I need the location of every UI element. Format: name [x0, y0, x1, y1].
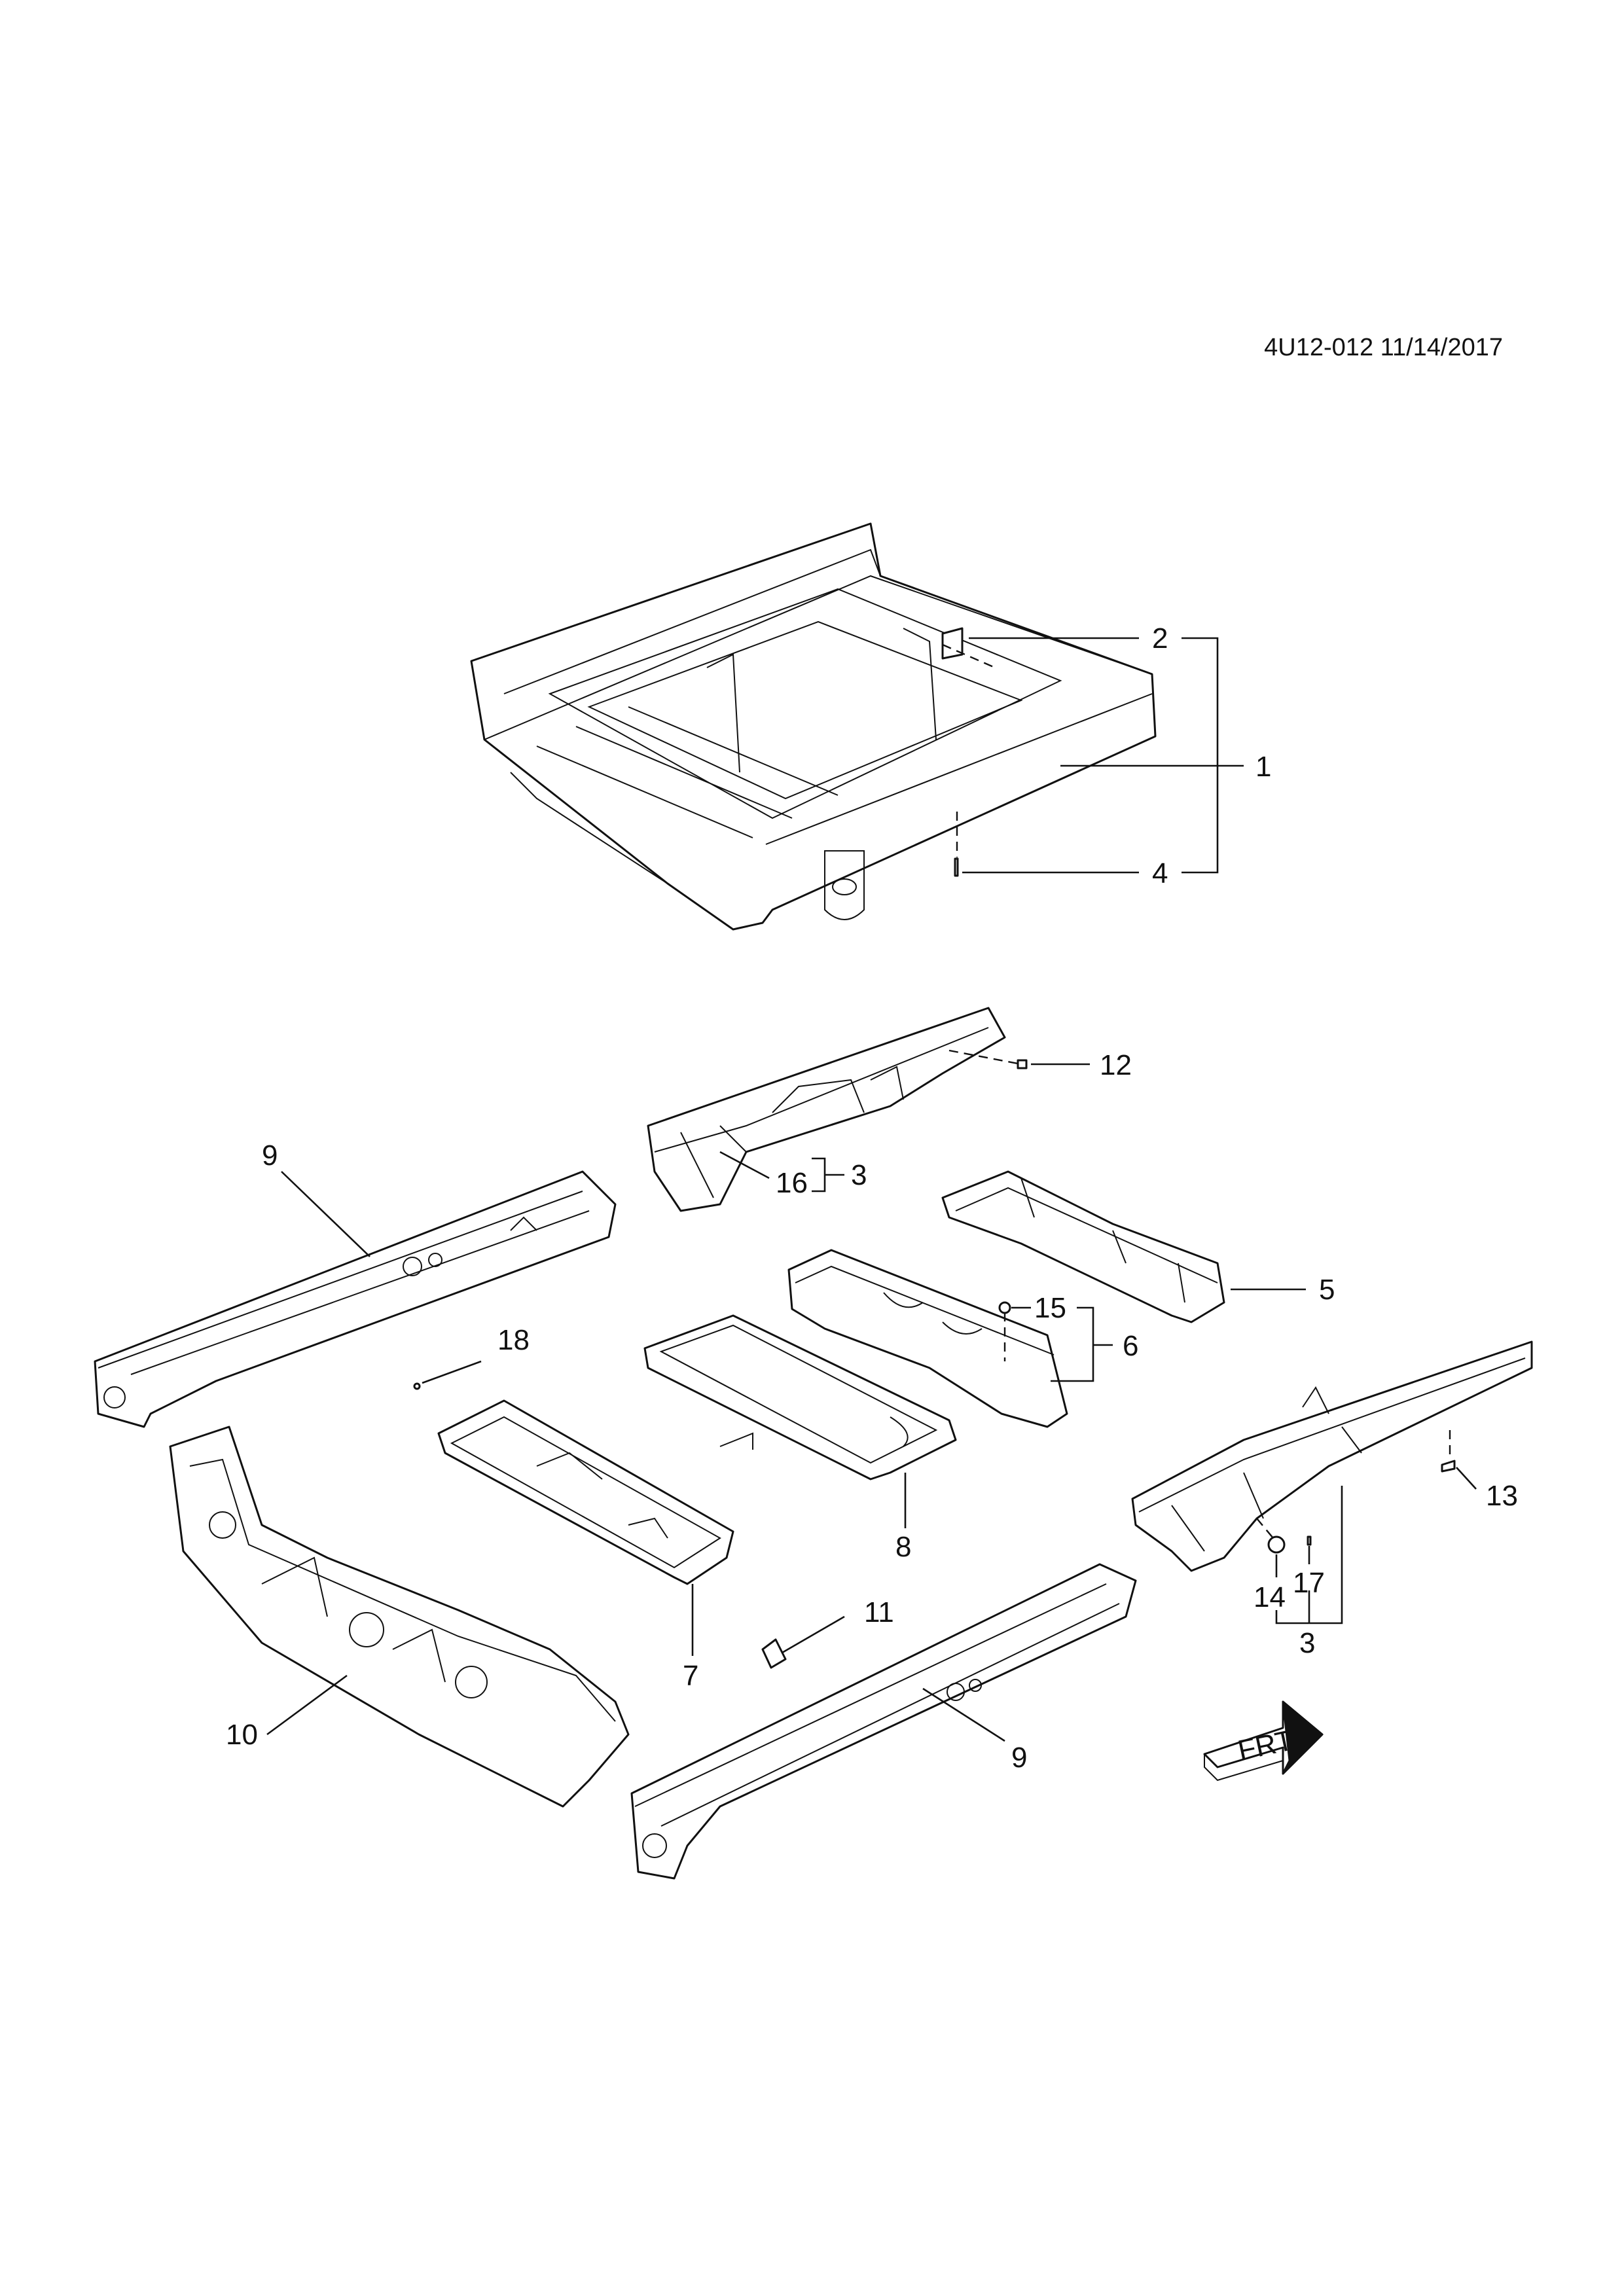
part-3-upper-rear-rail: [647, 1007, 1006, 1212]
bracket-1-group: [1182, 637, 1219, 874]
part-17-stud: [1307, 1535, 1312, 1546]
diagram-reference: 4U12-012 11/14/2017: [1264, 334, 1503, 361]
leader-12-dash: [948, 1049, 1019, 1065]
part-5-floor-crossmember: [941, 1170, 1225, 1323]
callout-18: 18: [497, 1324, 530, 1356]
part-2-bracket: [941, 627, 964, 660]
callout-3-lower: 3: [1299, 1627, 1315, 1659]
callout-8: 8: [895, 1531, 911, 1563]
callout-9-right: 9: [1011, 1742, 1027, 1774]
callout-1: 1: [1255, 751, 1271, 783]
callout-13: 13: [1486, 1480, 1518, 1512]
bracket-6: [1051, 1306, 1113, 1382]
callout-11: 11: [864, 1596, 894, 1628]
callout-5: 5: [1319, 1274, 1335, 1306]
callout-10: 10: [226, 1719, 258, 1751]
part-9-right-side-rail: [630, 1563, 1137, 1880]
part-14-bolt: [1267, 1535, 1286, 1554]
leader-9b: [922, 1687, 1005, 1742]
callout-17: 17: [1293, 1567, 1325, 1599]
callout-12: 12: [1100, 1049, 1132, 1081]
part-7-front-floor-panel: [437, 1399, 734, 1585]
part-12-clip: [1017, 1059, 1028, 1069]
leader-18: [422, 1360, 482, 1384]
part-11-bracket: [761, 1638, 787, 1669]
callout-2: 2: [1152, 622, 1168, 655]
callout-15: 15: [1034, 1292, 1066, 1324]
part-3-lower-rear-rail: [1131, 1340, 1533, 1572]
bracket-3-lower: [1275, 1486, 1343, 1624]
leader-13: [1456, 1467, 1477, 1490]
front-direction-arrow-icon: FRT: [1203, 1700, 1324, 1782]
callout-14: 14: [1254, 1581, 1286, 1613]
leader-14-dash: [1256, 1518, 1274, 1539]
part-15-nut: [998, 1301, 1011, 1314]
part-8-floor-pan: [643, 1314, 957, 1480]
part-1-floor-frame-assembly: [470, 522, 1157, 931]
leader-9a: [281, 1171, 370, 1257]
bracket-3-upper: [812, 1157, 844, 1193]
part-18-rivet: [413, 1382, 421, 1390]
leader-10: [266, 1674, 348, 1736]
callout-16: 16: [776, 1167, 808, 1199]
part-4-bolt: [954, 857, 959, 877]
callout-3-upper: 3: [851, 1159, 867, 1191]
callout-4: 4: [1152, 857, 1168, 889]
part-13-clip: [1441, 1460, 1456, 1473]
part-10-front-crossmember: [169, 1426, 630, 1808]
leader-2-dash: [942, 643, 996, 669]
leader-16: [719, 1151, 770, 1179]
leader-11: [782, 1615, 845, 1654]
part-6-tunnel-reinforcement: [787, 1249, 1068, 1428]
callout-7: 7: [683, 1660, 698, 1692]
callout-9-left: 9: [262, 1139, 278, 1172]
part-9-left-side-rail: [94, 1170, 617, 1428]
callout-6: 6: [1123, 1330, 1138, 1362]
